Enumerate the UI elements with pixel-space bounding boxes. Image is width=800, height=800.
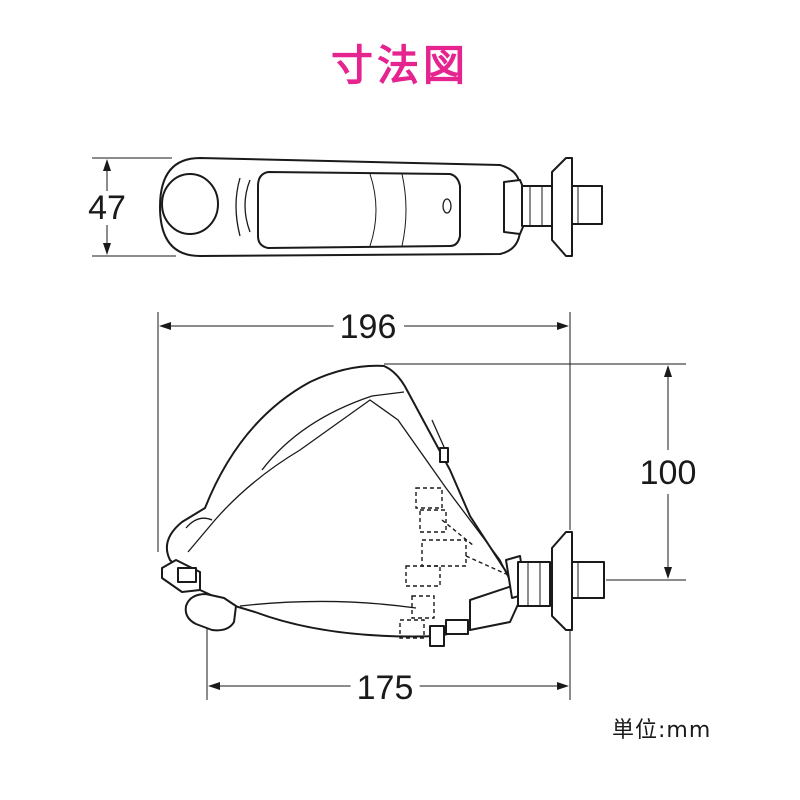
dimension-width-label: 47	[82, 191, 132, 225]
side-view	[157, 312, 686, 700]
dimension-base-length-label: 175	[350, 671, 420, 705]
unit-label: 単位:mm	[612, 718, 712, 743]
page-title: 寸法図	[330, 41, 469, 90]
top-view	[92, 157, 603, 257]
dimension-height-label: 100	[633, 456, 703, 490]
dimension-overall-length-label: 196	[333, 310, 403, 344]
